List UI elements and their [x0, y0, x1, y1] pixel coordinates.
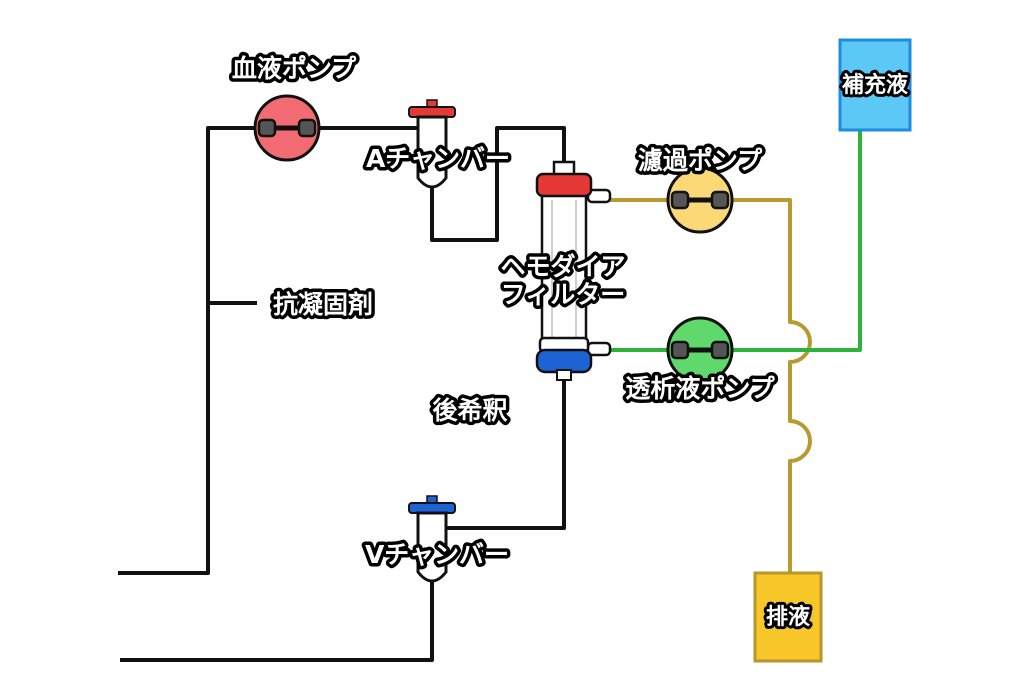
a-chamber [408, 99, 456, 189]
filter-label-line1: ヘモダイア [500, 252, 625, 281]
a-chamber-loop-line [430, 126, 566, 242]
dialysate-pump [666, 316, 734, 384]
drain-line [610, 198, 812, 573]
filter-body [540, 190, 588, 354]
v-chamber-label: Vチャンバー [365, 540, 509, 569]
replacement-fluid-tank: 補充液 [838, 38, 912, 132]
blood-pump-label: 血液ポンプ [232, 54, 357, 83]
arterial-inlet-line [118, 126, 434, 575]
filter-arterial-cap [535, 172, 593, 198]
post-dilution-label: 後希釈 [432, 396, 507, 425]
filter-to-v-chamber-line [446, 376, 566, 530]
replacement-fluid-label: 補充液 [841, 72, 908, 98]
venous-return-line [120, 563, 434, 662]
anticoagulant-label: 抗凝固剤 [273, 290, 373, 319]
filter-dialysate-port [586, 341, 612, 357]
filtration-pump-label: 濾過ポンプ [638, 146, 763, 175]
a-chamber-label: Aチャンバー [366, 144, 510, 173]
v-chamber [408, 495, 456, 583]
filter-bottom-nozzle [556, 369, 572, 381]
filter-label-line2: フィルター [501, 280, 626, 309]
drainage-label: 排液 [766, 604, 810, 630]
v-chamber-body [416, 511, 448, 583]
filtration-pump [666, 166, 734, 234]
filter-venous-cap [535, 348, 593, 374]
dialysate-pump-label: 透析液ポンプ [625, 374, 775, 403]
drain-tank: 排液 [753, 571, 823, 663]
blood-circuit-lines [118, 126, 566, 662]
a-chamber-body [416, 115, 448, 189]
blood-pump [253, 94, 321, 162]
hemodiafilter [535, 160, 612, 381]
